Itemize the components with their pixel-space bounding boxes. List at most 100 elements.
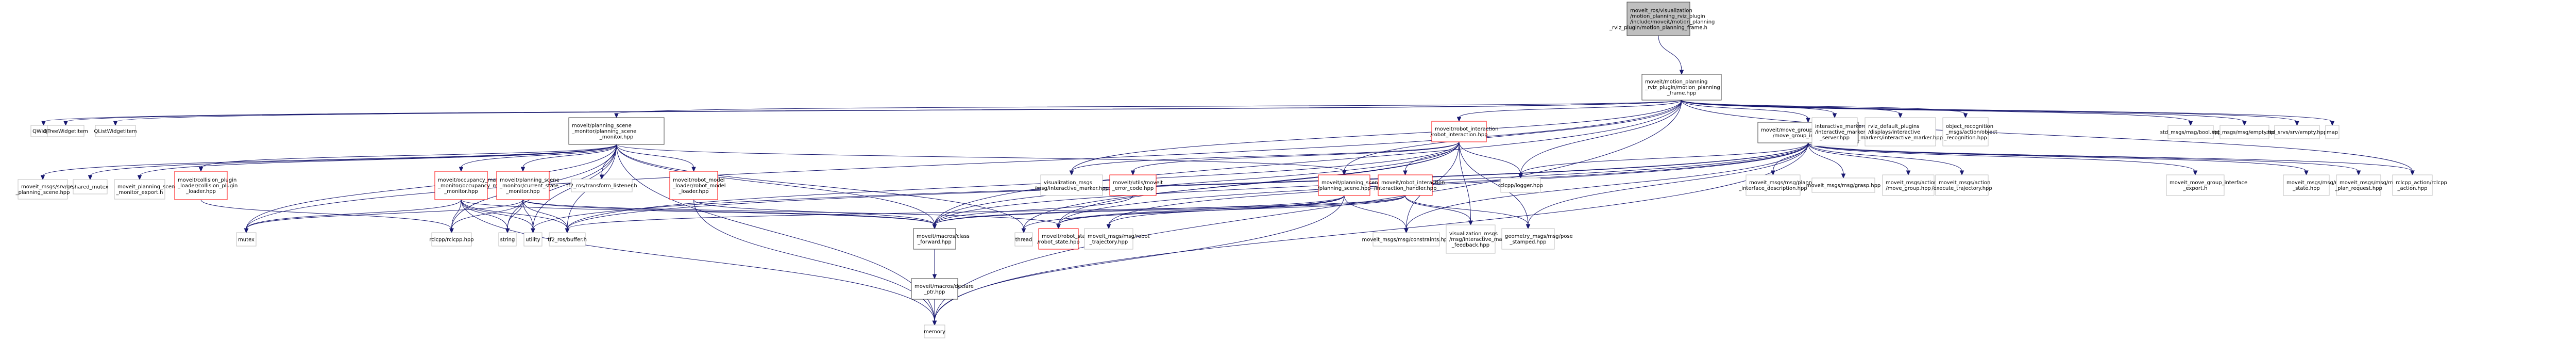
node-label-line: moveit/motion_planning [1645, 79, 1707, 85]
node-label-line: /robot_state.hpp [1037, 239, 1079, 245]
edge-ps-to-thread [1023, 195, 1345, 230]
edge-ih-to-robot_state [1058, 195, 1405, 225]
arrowhead-psm-to-shared_mutex [88, 175, 93, 181]
node-box [2167, 125, 2214, 139]
edge-robot_interaction-to-vis_im [1071, 141, 1460, 172]
node-std_bool[interactable]: std_msgs/msg/bool.hpp [2160, 125, 2222, 139]
node-mutex[interactable]: mutex [236, 232, 257, 247]
node-cpl[interactable]: moveit/collision_plugin_loader/collision… [174, 171, 238, 200]
node-label-line: _forward.hpp [917, 239, 952, 245]
node-label-line: /interaction_handler.hpp [1374, 186, 1437, 191]
node-move_group_action[interactable]: moveit_msgs/action/move_group.hpp [1882, 174, 1937, 196]
node-rclcpp_action[interactable]: rclcpp_action/rclcpp_action.hpp [2392, 174, 2447, 196]
node-robot_traj[interactable]: moveit_msgs/msg/robot_trajectory.hpp [1084, 228, 1150, 250]
node-mpf_hpp[interactable]: moveit/motion_planning_rviz_plugin/motio… [1641, 74, 1722, 101]
node-ih[interactable]: moveit/robot_interaction/interaction_han… [1374, 174, 1445, 196]
edge-psm-to-omm [461, 144, 617, 168]
node-box [1500, 177, 1541, 193]
arrowhead-psm-to-get_ps [40, 175, 45, 181]
node-label-line: _feedback.hpp [1451, 242, 1489, 248]
node-box [47, 125, 84, 137]
arrowhead-mgi-to-robot_state [1056, 224, 1061, 230]
node-csm[interactable]: moveit/planning_scene_monitor/current_st… [496, 171, 560, 200]
node-class_fwd[interactable]: moveit/macros/class_forward.hpp [913, 228, 970, 250]
arrowhead-mgi-to-robot_traj [1106, 224, 1111, 230]
edge-psm-to-memory [616, 144, 935, 322]
node-box [174, 171, 228, 200]
node-label-line: /interactive_marker [1815, 129, 1866, 135]
node-robot_state[interactable]: moveit/robot_state/robot_state.hpp [1037, 228, 1091, 250]
node-label-line: std_msgs/msg/bool.hpp [2160, 130, 2222, 136]
node-box [2392, 174, 2433, 196]
node-err_code[interactable]: moveit/utils/moveit_error_code.hpp [1109, 174, 1163, 196]
node-ps[interactable]: moveit/planning_scene/planning_scene.hpp [1317, 174, 1381, 196]
node-im_server[interactable]: interactive_markers/interactive_marker_s… [1811, 117, 1867, 147]
node-pose_stamped[interactable]: geometry_msgs/msg/pose_stamped.hpp [1501, 228, 1573, 250]
edge-csm-to-class_fwd [522, 199, 935, 225]
arrowhead-psm-to-rml [691, 167, 696, 172]
node-box [2166, 174, 2225, 196]
node-string[interactable]: string [498, 232, 517, 247]
node-exec_traj[interactable]: moveit_msgs/action/execute_trajectory.hp… [1931, 174, 1992, 196]
edge-mpf_hpp-to-mgi [1681, 100, 1808, 119]
node-mpr[interactable]: moveit_msgs/msg/motion_plan_request.hpp [2334, 174, 2406, 196]
arrowhead-mpf_hpp-to-map [2330, 121, 2335, 126]
node-qtreewidgetitem[interactable]: QTreeWidgetItem [43, 125, 88, 137]
node-constraints[interactable]: moveit_msgs/msg/constraints.hpp [1362, 232, 1451, 247]
edge-csm-to-mutex [246, 199, 523, 230]
node-get_ps[interactable]: moveit_msgs/srv/get_planning_scene.hpp [15, 179, 75, 200]
node-label-line: geometry_msgs/msg/pose [1505, 234, 1573, 239]
edge-mpf_hpp-to-vis_im [1071, 100, 1682, 172]
edge-cpl-to-rclcpp [200, 199, 452, 230]
edge-ps-to-robot_state [1058, 195, 1345, 225]
node-utility[interactable]: utility [523, 232, 543, 247]
node-root: moveit_ros/visualization/motion_planning… [1609, 2, 1715, 36]
arrowhead-mgi-to-utility [531, 228, 535, 234]
node-label-line: _loader/collision_plugin [177, 183, 238, 189]
node-mgi_export[interactable]: moveit_move_group_interface_export.h [2166, 174, 2247, 196]
node-map[interactable]: map [2325, 125, 2340, 139]
node-label-line: _monitor.hpp [505, 189, 539, 194]
node-box [434, 171, 488, 200]
node-im_feedback[interactable]: visualization_msgs/msg/interactive_marke… [1446, 224, 1513, 254]
node-psm[interactable]: moveit/planning_scene_monitor/planning_s… [568, 117, 665, 145]
edge-ih-to-tf_buffer [567, 195, 1405, 230]
node-qlistwidgetitem[interactable]: QListWidgetItem [94, 125, 137, 137]
node-box [1641, 74, 1722, 101]
node-tf_listener[interactable]: tf2_ros/transform_listener.h [566, 178, 637, 192]
arrowhead-class_fwd-to-declare_ptr [932, 274, 937, 280]
node-vis_im[interactable]: visualization_msgs/msg/interactive_marke… [1035, 174, 1109, 196]
edge-err_code-to-class_fwd [934, 195, 1133, 225]
node-box [1109, 174, 1157, 196]
node-box [913, 228, 956, 250]
node-box [1626, 2, 1690, 36]
node-obj_rec[interactable]: object_recognition_msgs/action/object_re… [1942, 117, 1997, 147]
node-rclcpp[interactable]: rclcpp/rclcpp.hpp [429, 232, 474, 247]
edge-mpf_hpp-to-qlistwidgetitem [115, 100, 1682, 122]
node-grasp[interactable]: moveit_msgs/msg/grasp.hpp [1806, 177, 1881, 193]
node-label-line: moveit/move_group_interface [1761, 127, 1838, 133]
node-omm[interactable]: moveit/occupancy_map_monitor/occupancy_m… [434, 171, 504, 200]
arrowhead-csm-to-mutex [244, 228, 249, 234]
node-label-line: moveit_planning_scene [117, 184, 178, 190]
node-planner_desc[interactable]: moveit_msgs/msg/planner_interface_descri… [1738, 174, 1818, 196]
node-declare_ptr[interactable]: moveit/macros/declare_ptr.hpp [911, 278, 974, 300]
node-robot_interaction[interactable]: moveit/robot_interaction/robot_interacti… [1430, 121, 1498, 142]
node-box [1038, 228, 1079, 250]
node-memory[interactable]: memory [924, 324, 945, 338]
node-logger[interactable]: rclcpp/logger.hpp [1498, 177, 1543, 193]
node-rml[interactable]: moveit/robot_model_loader/robot_model_lo… [669, 171, 726, 200]
node-box [1745, 174, 1801, 196]
node-robot_state_msg[interactable]: moveit_msgs/msg/robot_state.hpp [2283, 174, 2349, 196]
node-std_empty[interactable]: std_msgs/msg/empty.hpp [2212, 125, 2278, 139]
node-psm_export[interactable]: moveit_planning_scene_monitor_export.h [114, 179, 178, 200]
node-shared_mutex[interactable]: shared_mutex [72, 179, 109, 194]
node-std_srvs_empty[interactable]: std_srvs/srv/empty.hpp [2267, 125, 2327, 139]
edge-psm-to-string [507, 144, 617, 230]
node-rviz_im[interactable]: rviz_default_plugins/displays/interactiv… [1857, 117, 1943, 147]
node-label-line: _loader.hpp [185, 189, 216, 194]
node-box [18, 179, 68, 200]
node-tf_buffer[interactable]: tf2_ros/buffer.h [548, 232, 587, 247]
node-thread[interactable]: thread [1014, 232, 1033, 247]
